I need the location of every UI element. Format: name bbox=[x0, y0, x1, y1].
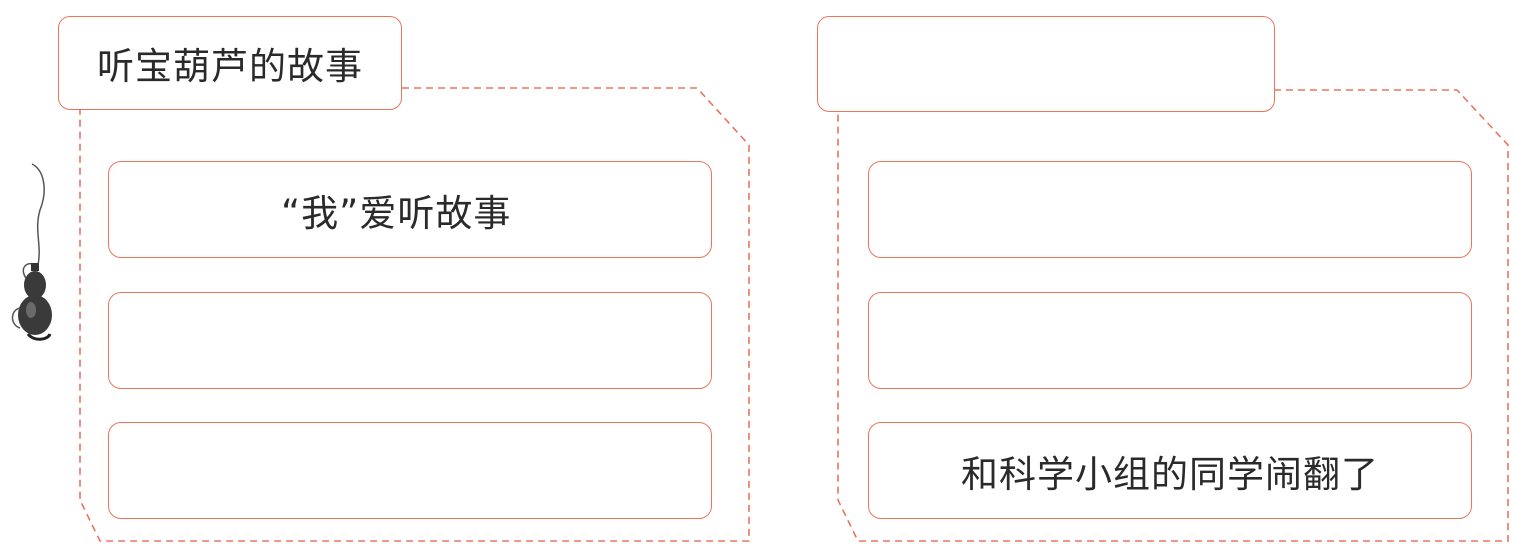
left-slot-2 bbox=[108, 292, 712, 389]
right-slot-2 bbox=[868, 292, 1472, 389]
gourd-icon bbox=[11, 163, 52, 341]
right-slot-3: 和科学小组的同学闹翻了 bbox=[868, 422, 1472, 519]
left-panel-title-text: 听宝葫芦的故事 bbox=[97, 45, 363, 88]
left-slot-3 bbox=[108, 422, 712, 519]
left-slot-1: “我”爱听故事 bbox=[108, 161, 712, 258]
right-slot-1 bbox=[868, 161, 1472, 258]
left-panel-dashed-outline bbox=[79, 87, 750, 542]
right-slot-3-text: 和科学小组的同学闹翻了 bbox=[961, 452, 1379, 496]
right-panel-dashed-outline bbox=[837, 89, 1509, 542]
left-slot-1-text: “我”爱听故事 bbox=[281, 191, 512, 235]
right-panel-title bbox=[817, 16, 1275, 112]
left-panel-title: 听宝葫芦的故事 bbox=[58, 16, 402, 110]
